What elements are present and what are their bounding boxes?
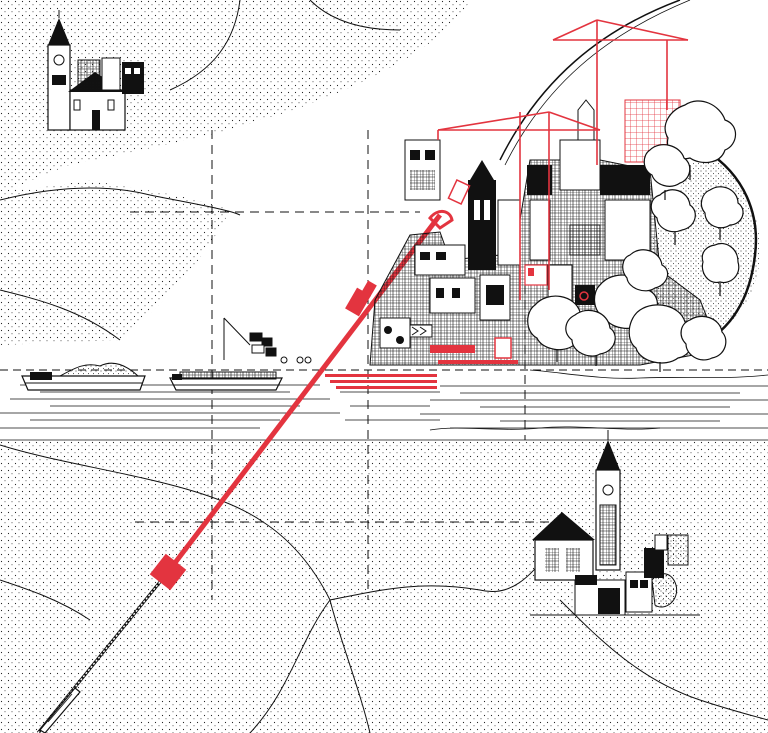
container-barge <box>169 371 283 391</box>
barge-with-cargo <box>21 362 146 391</box>
town-with-church-top-left <box>47 10 144 131</box>
dock-crane <box>223 317 312 364</box>
train <box>39 687 81 733</box>
town-with-church-bottom-right <box>530 430 700 616</box>
red-bridge-block <box>149 553 187 591</box>
red-riverfront-quay <box>325 360 518 389</box>
dashed-grid-lines <box>130 130 560 600</box>
red-construction-cranes <box>437 19 689 300</box>
forest-trees <box>527 100 744 372</box>
